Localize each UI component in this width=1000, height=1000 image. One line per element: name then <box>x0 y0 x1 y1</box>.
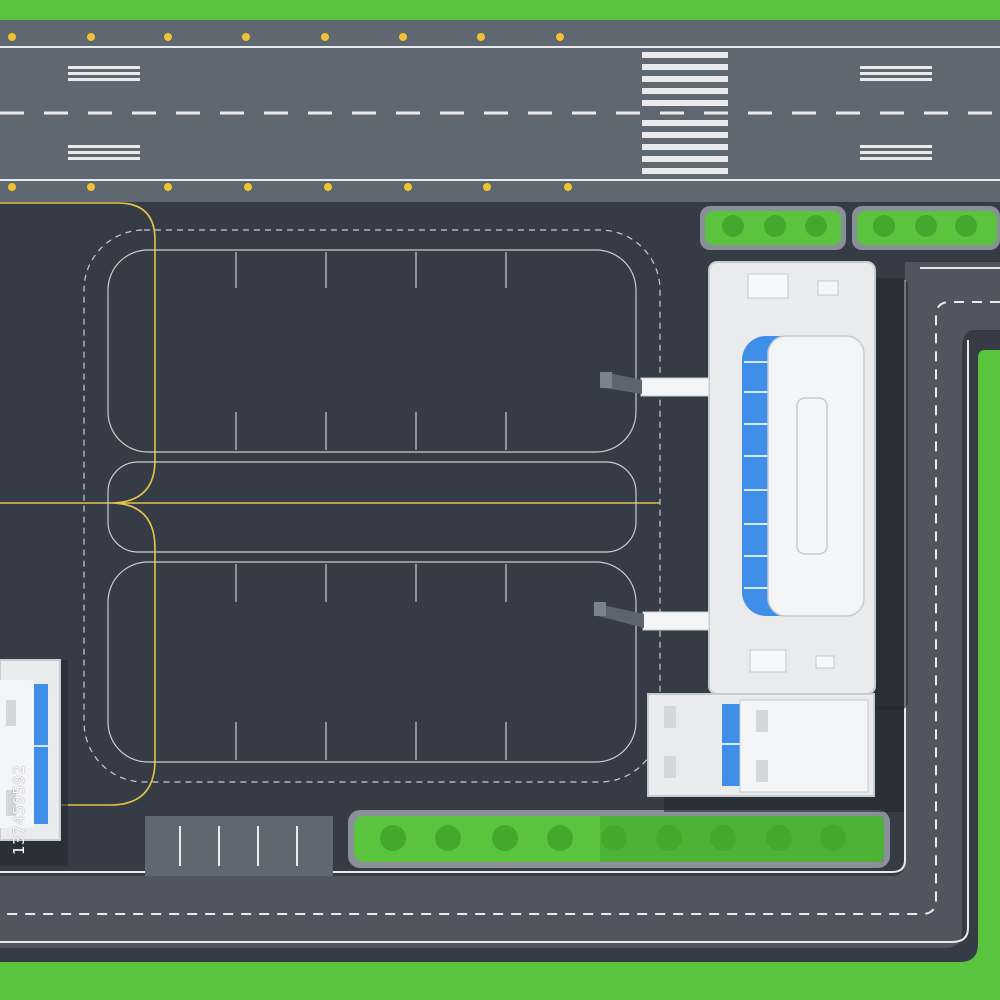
grass-bottom <box>0 962 1000 1000</box>
service-road-edge <box>0 267 1000 943</box>
roof-skylight <box>796 397 828 555</box>
tree <box>722 215 744 237</box>
tree <box>710 825 736 851</box>
jet-bridge-upper <box>600 372 710 397</box>
tree <box>764 215 786 237</box>
tree <box>805 215 827 237</box>
tree <box>915 215 937 237</box>
runway-lights-top <box>8 33 564 41</box>
roof-vent <box>747 273 789 299</box>
runway-threshold-left-top <box>68 66 140 81</box>
jet-bridge-lower <box>594 602 710 631</box>
parking-stands <box>83 229 661 783</box>
roof-vent <box>749 649 787 673</box>
terminal-building <box>708 261 876 695</box>
tree <box>547 825 573 851</box>
tree <box>380 825 406 851</box>
runway-threshold-right-top <box>860 66 932 81</box>
car-parking-lines <box>179 826 298 866</box>
terminal-annex <box>647 693 875 797</box>
car-parking-lot <box>145 816 333 876</box>
runway-threshold-left-bottom <box>68 145 140 160</box>
taxi-line-yellow <box>0 202 660 806</box>
roof-vent <box>817 280 839 296</box>
service-road-centerline <box>0 301 1000 915</box>
grass-top <box>0 0 1000 20</box>
runway-threshold-right-bottom <box>860 145 932 160</box>
tree <box>492 825 518 851</box>
stand-ticks <box>235 252 507 760</box>
tree <box>766 825 792 851</box>
hedge-bottom <box>348 810 890 868</box>
tree <box>601 825 627 851</box>
roof-vent <box>815 655 835 669</box>
building-left-edge <box>0 659 68 866</box>
tree <box>955 215 977 237</box>
runway-lights-bottom <box>8 183 572 191</box>
service-road <box>0 262 1000 948</box>
tree <box>435 825 461 851</box>
tree <box>656 825 682 851</box>
runway-crossing-stripes <box>642 52 728 174</box>
tree <box>873 215 895 237</box>
roof-dome <box>767 335 865 617</box>
runway <box>0 20 1000 202</box>
stock-id-watermark: 137459592 <box>10 764 28 855</box>
hedge-top-left <box>700 206 846 250</box>
tree <box>820 825 846 851</box>
hedge-top-right <box>852 206 1000 250</box>
